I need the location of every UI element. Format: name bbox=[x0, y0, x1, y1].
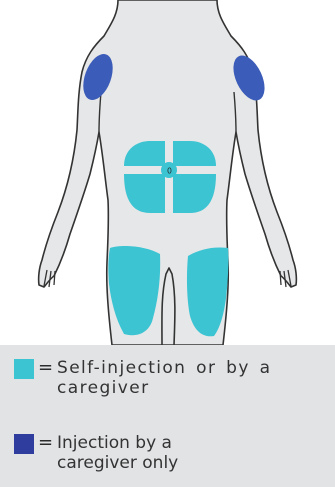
injection-site-body-diagram: 0 bbox=[0, 0, 335, 345]
legend-swatch-self-or-caregiver bbox=[14, 359, 34, 379]
legend-equals-sign: = bbox=[38, 433, 53, 453]
legend-equals-sign: = bbox=[38, 358, 53, 378]
legend: = Self-injection or by a caregiver = Inj… bbox=[0, 345, 335, 487]
legend-label-caregiver-only: Injection by a caregiver only bbox=[57, 433, 247, 473]
legend-swatch-caregiver-only bbox=[14, 434, 34, 454]
legend-label-self-or-caregiver: Self-injection or by a caregiver bbox=[57, 358, 319, 398]
legend-item-self-or-caregiver: = Self-injection or by a caregiver bbox=[0, 356, 335, 416]
legend-item-caregiver-only: = Injection by a caregiver only bbox=[0, 431, 335, 481]
navel-mark: 0 bbox=[167, 167, 172, 176]
